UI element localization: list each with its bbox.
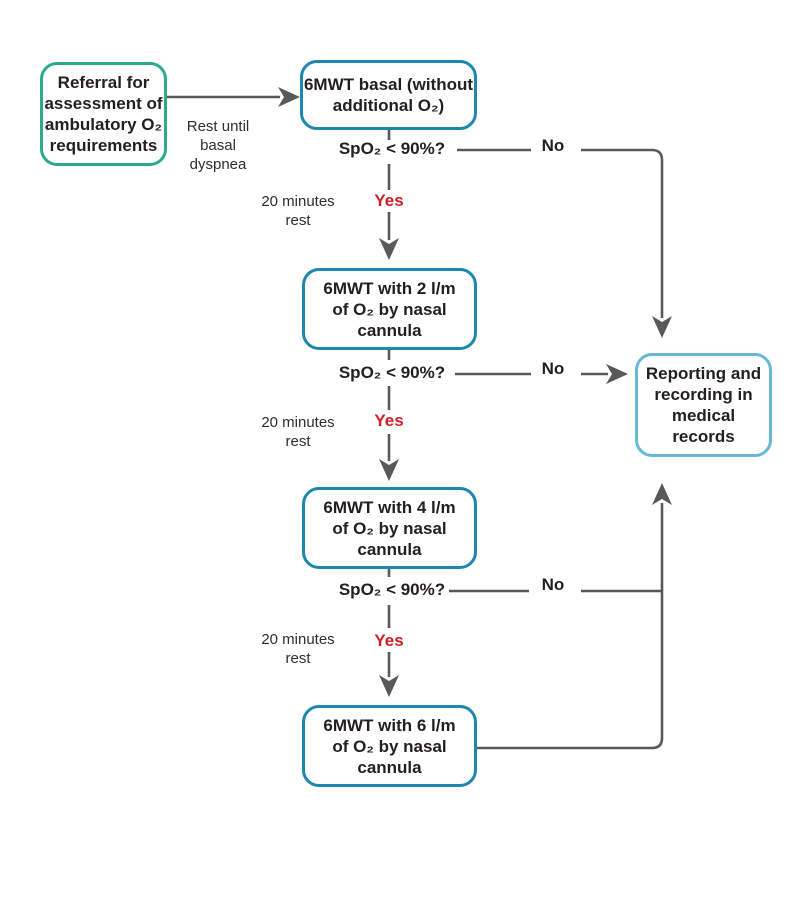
edge-no2-to-reporting-left xyxy=(455,364,628,384)
label-20-minutes-rest-3: 20 minutes rest xyxy=(261,631,335,667)
node-reporting-line: records xyxy=(672,427,735,446)
label-no-3: No xyxy=(541,575,565,594)
label-yes-2: Yes xyxy=(374,411,404,430)
node-flow2-line: 6MWT with 2 l/m xyxy=(323,278,456,298)
node-reporting: Reporting and recording in medical recor… xyxy=(635,353,772,457)
node-referral-line: Referral for xyxy=(57,73,150,92)
node-basal-line: additional O₂) xyxy=(332,96,445,115)
edge-no1-to-reporting-top xyxy=(457,148,672,338)
node-reporting-line: Reporting and xyxy=(645,364,762,383)
edge-basal-question1-vertical xyxy=(379,130,399,260)
label-yes-3: Yes xyxy=(374,631,404,650)
label-20-minutes-rest-1: 20 minutes rest xyxy=(261,193,335,229)
node-flow6-line: 6MWT with 6 l/m xyxy=(323,715,456,735)
node-flow6-line: cannula xyxy=(357,757,422,777)
edge-flow6-return-to-reporting-bottom xyxy=(477,483,672,750)
node-flow6-line: of O₂ by nasal xyxy=(332,736,447,756)
edge-flow4-question3-vertical xyxy=(379,569,399,697)
edge-referral-to-basal xyxy=(167,87,300,107)
label-no-1: No xyxy=(541,136,565,155)
node-referral-line: requirements xyxy=(49,136,158,155)
node-reporting-line: medical xyxy=(671,406,736,425)
node-referral-line: assessment of xyxy=(44,94,163,113)
label-yes-1: Yes xyxy=(374,191,404,210)
node-6mwt-4lm: 6MWT with 4 l/m of O₂ by nasal cannula xyxy=(302,487,477,569)
node-reporting-line: recording in xyxy=(654,385,753,404)
label-question-spo2-2: SpO₂ < 90%? xyxy=(338,363,446,382)
node-flow2-line: cannula xyxy=(357,320,422,340)
node-flow4-line: 6MWT with 4 l/m xyxy=(323,497,456,517)
node-flow2-line: of O₂ by nasal xyxy=(332,299,447,319)
label-rest-until-basal-dyspnea: Rest until basal dyspnea xyxy=(186,118,250,173)
node-referral: Referral for assessment of ambulatory O₂… xyxy=(40,62,167,166)
label-question-spo2-3: SpO₂ < 90%? xyxy=(338,580,446,599)
edge-flow2-question2-vertical xyxy=(379,350,399,481)
node-6mwt-basal: 6MWT basal (without additional O₂) xyxy=(300,60,477,130)
node-6mwt-2lm: 6MWT with 2 l/m of O₂ by nasal cannula xyxy=(302,268,477,350)
node-referral-line: ambulatory O₂ xyxy=(44,115,163,134)
node-6mwt-6lm: 6MWT with 6 l/m of O₂ by nasal cannula xyxy=(302,705,477,787)
label-20-minutes-rest-2: 20 minutes rest xyxy=(261,414,335,450)
node-flow4-line: of O₂ by nasal xyxy=(332,518,447,538)
label-no-2: No xyxy=(541,359,565,378)
node-basal-line: 6MWT basal (without xyxy=(303,75,474,94)
label-question-spo2-1: SpO₂ < 90%? xyxy=(338,139,446,158)
node-flow4-line: cannula xyxy=(357,539,422,559)
